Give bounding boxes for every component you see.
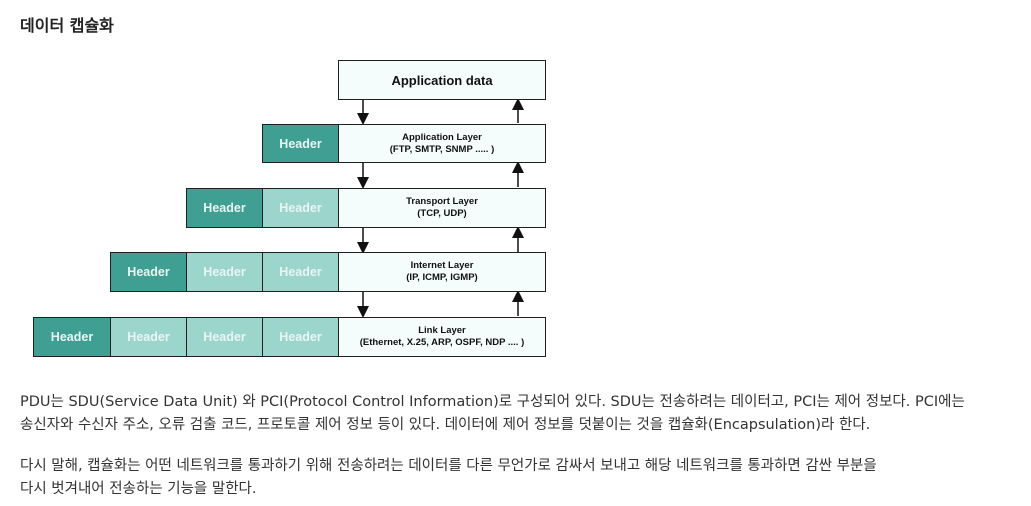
header-block: Header — [262, 317, 339, 357]
paragraph-line: 송신자와 수신자 주소, 오류 검출 코드, 프로토콜 제어 정보 등이 있다.… — [20, 417, 871, 433]
header-block: Header — [262, 188, 339, 228]
application-data-box: Application data — [338, 60, 546, 100]
paragraph-line: 다시 말해, 캡슐화는 어떤 네트워크를 통과하기 위해 전송하려는 데이터를 … — [20, 458, 877, 474]
layer-protocols: (IP, ICMP, IGMP) — [406, 272, 478, 283]
application-layer-box: Application Layer (FTP, SMTP, SNMP .....… — [338, 124, 546, 163]
header-block: Header — [186, 188, 263, 228]
layer-name: Application Layer — [402, 131, 482, 143]
layer-name: Link Layer — [418, 325, 466, 336]
layer-protocols: (TCP, UDP) — [417, 208, 467, 219]
header-block: Header — [262, 252, 339, 292]
paragraph-pdu: PDU는 SDU(Service Data Unit) 와 PCI(Protoc… — [20, 391, 1030, 437]
header-block: Header — [186, 317, 263, 357]
flow-arrows — [357, 98, 524, 318]
header-block: Header — [262, 124, 339, 163]
paragraph-line: PDU는 SDU(Service Data Unit) 와 PCI(Protoc… — [20, 394, 965, 410]
paragraph-line: 다시 벗겨내어 전송하는 기능을 말한다. — [20, 481, 257, 497]
header-block: Header — [186, 252, 263, 292]
layer-protocols: (FTP, SMTP, SNMP ..... ) — [389, 143, 495, 155]
paragraph-encapsulation: 다시 말해, 캡슐화는 어떤 네트워크를 통과하기 위해 전송하려는 데이터를 … — [20, 455, 1030, 501]
header-block: Header — [110, 317, 187, 357]
internet-layer-box: Internet Layer (IP, ICMP, IGMP) — [338, 252, 546, 292]
layer-protocols: (Ethernet, X.25, ARP, OSPF, NDP .... ) — [359, 337, 525, 348]
encapsulation-diagram: Application data Header Application Laye… — [33, 60, 546, 357]
section-title: 데이터 캡슐화 — [20, 16, 114, 35]
layer-name: Transport Layer — [406, 196, 478, 207]
link-layer-box: Link Layer (Ethernet, X.25, ARP, OSPF, N… — [338, 317, 546, 357]
header-block: Header — [33, 317, 111, 357]
layer-name: Internet Layer — [410, 260, 474, 271]
header-block: Header — [110, 252, 187, 292]
transport-layer-box: Transport Layer (TCP, UDP) — [338, 188, 546, 228]
